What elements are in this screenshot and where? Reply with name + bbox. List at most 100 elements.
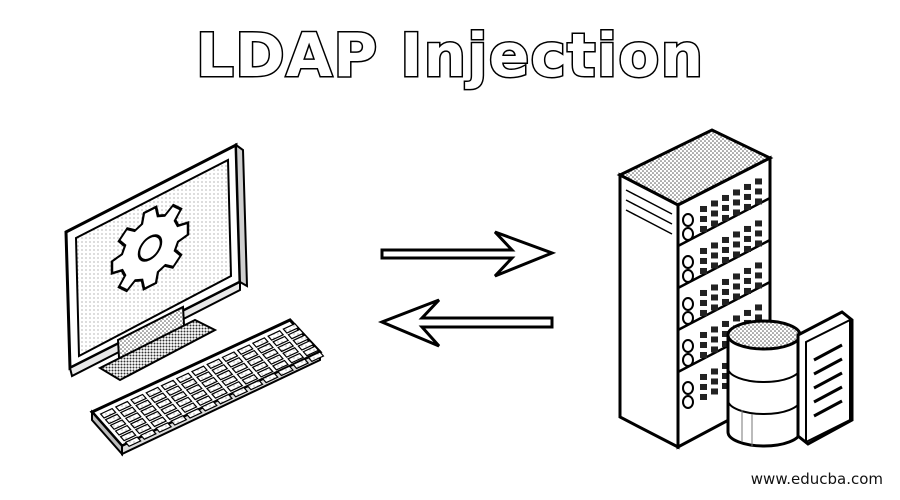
vent-slot [711,378,718,385]
keyboard-key [210,388,229,399]
keyboard-key [185,383,203,395]
keyboard-key [256,366,274,378]
vent-slot [711,326,718,333]
vent-slot [733,189,740,196]
keyboard-key [241,373,259,385]
vent-slot [755,178,762,185]
diagram-title: LDAP Injection [194,21,705,91]
watermark-url: www.educba.com [750,470,883,488]
vent-slot [700,257,707,264]
keyboard-key [130,393,148,405]
keyboard-key [155,397,173,409]
vent-slot [711,346,718,353]
keyboard-key [307,351,325,363]
keyboard-icon [89,318,325,457]
drive-bay [682,227,694,241]
vent-slot [700,247,707,254]
keyboard-key [292,358,310,370]
vent-slot [700,309,707,316]
keyboard-key [272,335,290,347]
vent-slot [711,242,718,249]
vent-slot [744,183,751,190]
keyboard-key [287,352,305,364]
keyboard-key [134,423,152,435]
keyboard-key [226,356,244,368]
database-icon [726,319,802,448]
drive-bay [682,339,694,353]
keyboard-key [114,424,132,436]
vent-slot [755,314,762,321]
keyboard-key [109,419,127,431]
drive-bay [682,381,694,395]
vent-slot [700,225,707,232]
drive-bay [682,213,694,227]
vent-slot [755,304,762,311]
keyboard-key [150,416,168,428]
vent-slot [722,256,729,263]
vent-slot [722,288,729,295]
document-icon [796,310,854,446]
keyboard-key [287,328,305,340]
vent-slot [700,289,707,296]
vent-slot [722,330,729,337]
vent-slot [722,298,729,305]
drive-bay [682,297,694,311]
keyboard-key [99,407,117,419]
vent-slot [700,393,707,400]
vent-slot [722,278,729,285]
vent-slot [700,215,707,222]
keyboard-key [155,422,173,433]
vent-slot [733,283,740,290]
vent-slot [755,272,762,279]
vent-slot [722,204,729,211]
keyboard-key [165,409,183,421]
keyboard-key [215,393,234,405]
keyboard-key [246,379,264,391]
vent-slot [700,341,707,348]
vent-slot [744,267,751,274]
keyboard-key [150,392,168,404]
drive-bay [682,269,694,283]
keyboard-key [170,390,188,402]
vent-slot [755,262,762,269]
keyboard-key [104,413,122,425]
keyboard-key [190,365,209,377]
keyboard-key [170,414,188,426]
keyboard-key [246,355,264,367]
vent-slot [744,309,751,316]
keyboard-key [139,429,157,440]
vent-slot [744,287,751,294]
vent-slot [722,214,729,221]
keyboard-key [302,345,320,357]
vent-slot [711,210,718,217]
vent-slot [722,236,729,243]
keyboard-key [276,365,294,377]
keyboard-key [200,400,218,412]
keyboard-key [140,405,158,416]
drive-bay [682,255,694,269]
vent-slot [733,231,740,238]
vent-slot [733,273,740,280]
vent-slot [744,225,751,232]
vent-slot [711,252,718,259]
vent-slot [755,220,762,227]
vent-slot [711,388,718,395]
drive-bay [682,353,694,367]
keyboard-key [200,376,219,388]
keyboard-key [145,386,163,398]
drive-bay [682,311,694,325]
keyboard-key [261,348,279,360]
keyboard-key [195,371,214,382]
vent-slot [700,267,707,274]
keyboard-key [241,349,259,361]
keyboard-key [216,369,234,381]
vent-slot [744,193,751,200]
vent-slot [755,198,762,205]
keyboard-key [175,396,193,408]
keyboard-key [236,368,254,380]
keyboard-key [135,399,153,411]
arrow-left-icon [377,298,554,348]
vent-slot [733,293,740,300]
